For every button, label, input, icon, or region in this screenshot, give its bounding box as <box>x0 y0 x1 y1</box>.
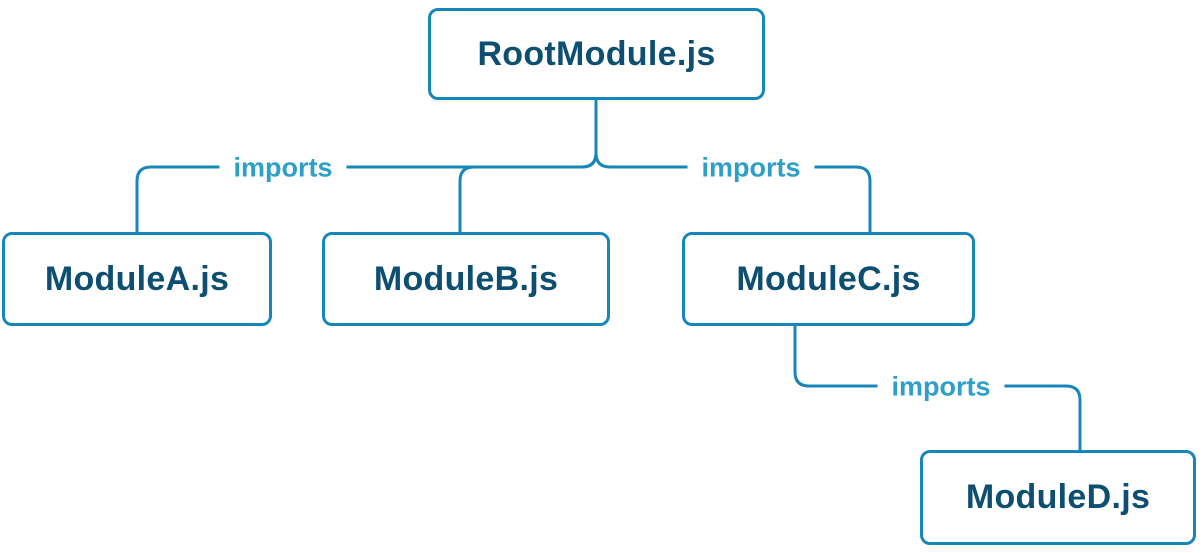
node-moduleD: ModuleD.js <box>920 450 1196 545</box>
node-moduleA-label: ModuleA.js <box>44 259 230 298</box>
node-moduleB-label: ModuleB.js <box>373 259 559 298</box>
edge-root-to-moduleB <box>458 98 598 234</box>
node-rootmodule: RootModule.js <box>428 8 765 100</box>
edge-label-imports-right: imports <box>687 152 815 184</box>
node-moduleA: ModuleA.js <box>2 232 272 326</box>
edge-label-imports-bottom: imports <box>877 371 1005 403</box>
node-moduleB: ModuleB.js <box>322 232 610 326</box>
edge-label-imports-left: imports <box>219 152 347 184</box>
node-moduleC-label: ModuleC.js <box>736 259 921 298</box>
node-rootmodule-label: RootModule.js <box>477 34 716 73</box>
node-moduleD-label: ModuleD.js <box>965 478 1151 516</box>
node-moduleC: ModuleC.js <box>682 232 975 326</box>
